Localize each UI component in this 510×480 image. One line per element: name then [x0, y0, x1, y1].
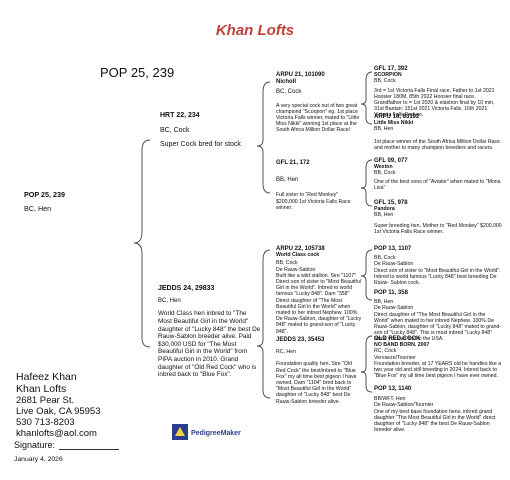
- ggp4-name: Pandora: [374, 206, 395, 213]
- ggp8-desc: BB/WFT, Hen: [374, 396, 406, 403]
- dam-id: JEDDS 24, 29833: [158, 285, 215, 292]
- ggp7-name: NO BAND BORN. 2007: [374, 342, 430, 349]
- ggp1-id: GFL 17, 392: [374, 66, 408, 72]
- logo-text: PedigreeMaker: [191, 430, 241, 437]
- ggp8-sub: De Rauw-Sablon/Tournier: [374, 402, 434, 409]
- owner-loft: Khan Lofts: [16, 383, 67, 395]
- dam-desc: BC, Hen: [158, 298, 181, 305]
- ggp3-id: GFL 09, 077: [374, 158, 408, 164]
- ggp7-id: OLD RED COCK: [374, 336, 421, 342]
- sire-note: Super Cock bred for stock: [160, 141, 241, 149]
- gs2-name: World Class cock: [276, 252, 320, 259]
- ggp-5-block: POP 13, 1107 BB, Cock De Rauw-Sablon Dir…: [374, 246, 502, 286]
- gs2-note: Built like a wild stallion. Sire "1107" …: [276, 272, 362, 335]
- print-date: January 4, 2026: [14, 456, 63, 463]
- grandsire-1-block: ARPU 21, 101090 Nicholl BC, Cock A very …: [276, 72, 360, 134]
- gd2-id: JEDDS 23, 35453: [276, 337, 325, 343]
- ggp-2-block: ARPU 18, 83192 Little Miss Nikki BB, Hen…: [374, 114, 502, 151]
- ggp2-id: ARPU 18, 83192: [374, 114, 420, 120]
- ggp6-desc: BB, Hen: [374, 299, 394, 306]
- owner-name: Hafeez Khan: [16, 371, 77, 383]
- subject-block: POP 25, 239 BC, Hen: [24, 190, 134, 213]
- ggp4-id: GFL 15, 978: [374, 200, 408, 206]
- gs2-desc: BB, Cock: [276, 260, 298, 267]
- ggp1-desc: BB, Cock: [374, 78, 396, 85]
- ggp1-note: 3rd = 1st Victoria Falls Final race. Fat…: [374, 87, 495, 119]
- gd2-note: Foundation quality hen, Sire "Old Red Co…: [276, 361, 357, 405]
- ggp7-sub: Vervaeze/Tournier: [374, 354, 416, 361]
- ggp3-note: One of the best sons of "Aviator" when m…: [374, 178, 501, 191]
- ggp-1-block: GFL 17, 392 SCORPION BB, Cock 3rd = 1st …: [374, 66, 502, 119]
- granddam-2-block: JEDDS 23, 35453 RC, Hen Foundation quali…: [276, 337, 362, 405]
- ggp1-name: SCORPION: [374, 72, 402, 79]
- ggp6-sub: De Rauw-Sablon: [374, 305, 414, 312]
- gd2-desc: RC, Hen: [276, 349, 296, 356]
- sire-block: HRT 22, 234 BC, Cock Super Cock bred for…: [160, 112, 260, 150]
- ggp7-desc: RC, Cock: [374, 348, 397, 355]
- ggp5-id: POP 13, 1107: [374, 246, 412, 252]
- ggp-3-block: GFL 09, 077 Weston BB, Cock One of the b…: [374, 158, 502, 191]
- owner-phone: 530 713-8203: [16, 417, 75, 428]
- gs1-name: Nicholl: [276, 79, 297, 86]
- ggp4-desc: BB, Hen: [374, 212, 394, 219]
- ggp5-sub: De Rauw-Sablon: [374, 261, 414, 268]
- dam-note: World Class hen inbred to "The Most Beau…: [158, 310, 261, 379]
- header-pop-number: POP 25, 239: [100, 65, 175, 80]
- ggp2-name: Little Miss Nikki: [374, 120, 414, 127]
- ggp7-note: Foundation breeder, at 17 YEARS old he h…: [374, 360, 502, 380]
- signature-line[interactable]: [59, 449, 120, 450]
- owner-city: Live Oak, CA 95953: [16, 406, 101, 417]
- ggp2-note: 1st place winner of the South Africa Mil…: [374, 138, 501, 151]
- granddam-1-block: GFL 21, 172 BB, Hen Full sister to "Red …: [276, 160, 360, 211]
- subject-id: POP 25, 239: [24, 190, 66, 199]
- gs2-id: ARPU 22, 105738: [276, 246, 325, 252]
- ggp4-note: Super breeding hen, Mother to "Red Monke…: [374, 222, 502, 235]
- ggp-7-block: OLD RED COCK NO BAND BORN. 2007 RC, Cock…: [374, 336, 502, 379]
- ggp5-desc: BB, Cock: [374, 255, 396, 262]
- signature-row: Signature:: [14, 440, 120, 450]
- page-title: Khan Lofts: [215, 22, 295, 39]
- grandsire-2-block: ARPU 22, 105738 World Class cock BB, Coc…: [276, 246, 362, 335]
- ggp5-note: Direct son of sister to "Most Beautiful …: [374, 267, 501, 287]
- pedigree-maker-logo: PedigreeMaker: [172, 423, 250, 441]
- sire-id: HRT 22, 234: [160, 112, 200, 119]
- ggp-4-block: GFL 15, 978 Pandora BB, Hen Super breedi…: [374, 200, 502, 235]
- ggp2-desc: BB, Hen: [374, 126, 394, 133]
- ggp6-note: Direct daughter of "The Most Beautiful G…: [374, 311, 502, 343]
- subject-desc: BC, Hen: [24, 204, 52, 213]
- sire-desc: BC, Cock: [160, 126, 190, 134]
- ggp-8-block: POP 13, 1140 BB/WFT, Hen De Rauw-Sablon/…: [374, 386, 502, 433]
- ggp-6-block: POP 11, 358 BB, Hen De Rauw-Sablon Direc…: [374, 290, 502, 343]
- signature-label: Signature:: [14, 440, 56, 450]
- owner-street: 2681 Pear St.: [16, 395, 75, 406]
- ggp3-name: Weston: [374, 164, 393, 171]
- owner-email[interactable]: khanlofts@aol.com: [16, 428, 97, 439]
- ggp8-id: POP 13, 1140: [374, 386, 412, 392]
- gs1-id: ARPU 21, 101090: [276, 72, 325, 78]
- ggp3-desc: BB, Cock: [374, 170, 396, 177]
- gd1-id: GFL 21, 172: [276, 160, 310, 166]
- gs1-note: A very special cock out of two great cha…: [276, 102, 360, 134]
- ggp8-note: One of my best base foundation hens, inb…: [374, 408, 496, 434]
- gd1-note: Full sister to "Red Monkey" $200,000 1st…: [276, 192, 351, 211]
- gs2-sub: De Rauw-Sablon: [276, 266, 316, 273]
- gd1-desc: BB, Hen: [276, 177, 299, 184]
- dam-block: JEDDS 24, 29833 BC, Hen World Class hen …: [158, 285, 262, 379]
- gs1-desc: BC, Cock: [276, 89, 302, 96]
- ggp6-id: POP 11, 358: [374, 290, 408, 296]
- owner-block: Hafeez Khan Khan Lofts 2681 Pear St. Liv…: [16, 371, 101, 439]
